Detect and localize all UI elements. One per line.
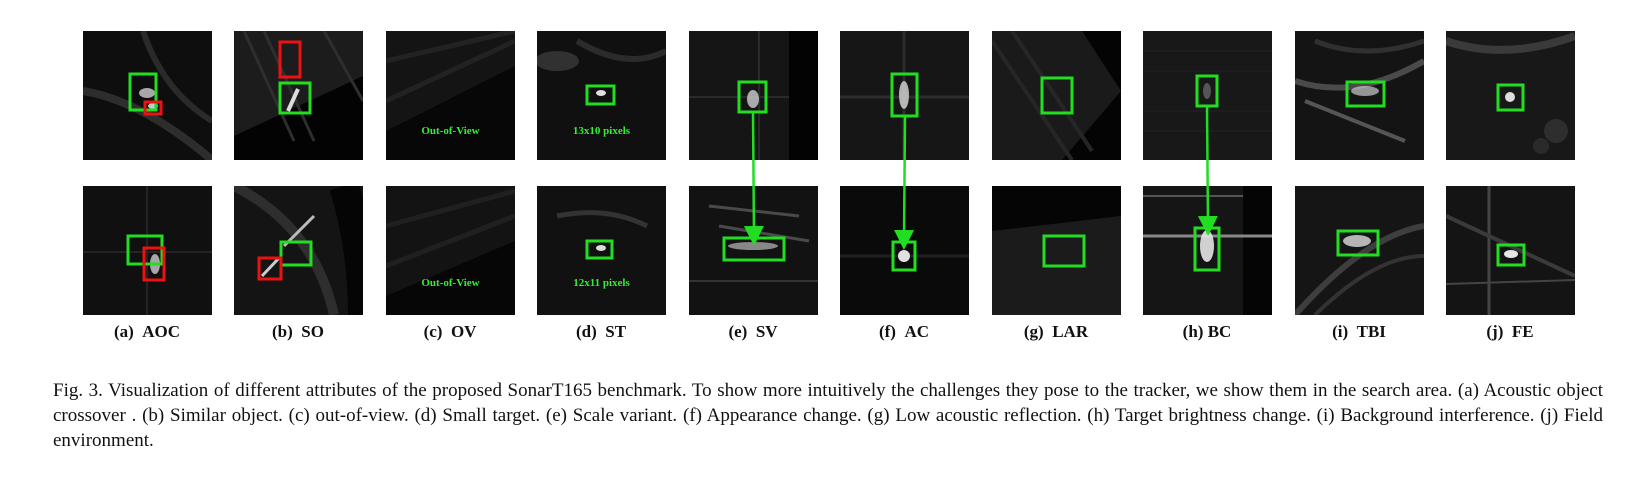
- label-lar: (g) LAR: [1023, 322, 1089, 341]
- panel-st-top: 13x10 pixels: [537, 31, 666, 160]
- tracker-box: [1496, 243, 1526, 267]
- panel-tbi-bottom: [1295, 186, 1424, 315]
- label-aoc: (a) AOC: [113, 322, 181, 341]
- distractor-box: [278, 40, 302, 79]
- tracker-box: [1042, 234, 1086, 268]
- panel-lar-top: [992, 31, 1121, 160]
- tracker-box: [1496, 83, 1525, 112]
- panel-ac-bottom: [840, 186, 969, 315]
- panel-ac-top: [840, 31, 969, 160]
- distractor-box: [143, 100, 163, 116]
- label-st: (d) ST: [575, 322, 627, 341]
- tracker-box: [1040, 76, 1074, 115]
- distractor-box: [142, 246, 166, 282]
- panel-aoc-bottom: [83, 186, 212, 315]
- tracker-box: [128, 72, 158, 112]
- figure-caption: Fig. 3. Visualization of different attri…: [53, 380, 1603, 451]
- tracker-box: [278, 81, 312, 115]
- panel-lar-bottom: [992, 186, 1121, 315]
- panel-so-bottom: [234, 186, 363, 315]
- st-annotation: 12x11 pixels: [573, 277, 630, 289]
- tracker-box: [1345, 80, 1386, 108]
- ov-annotation: Out-of-View: [421, 277, 479, 289]
- panel-tbi-top: [1295, 31, 1424, 160]
- panel-bc-top: [1143, 31, 1272, 160]
- tracker-box: [585, 239, 614, 260]
- tracker-box: [279, 240, 313, 267]
- st-annotation: 13x10 pixels: [573, 125, 631, 137]
- label-tbi: (i) TBI: [1332, 322, 1386, 341]
- panel-ov-top: Out-of-View: [386, 31, 515, 160]
- panel-so-top: [234, 31, 363, 160]
- panel-aoc-top: [83, 31, 212, 160]
- label-ac: (f) AC: [878, 322, 930, 341]
- panel-fe-top: [1446, 31, 1575, 160]
- label-bc: (h) BC: [1182, 322, 1232, 341]
- label-ov: (c) OV: [423, 322, 477, 341]
- tracker-box: [1336, 229, 1380, 257]
- panel-ov-bottom: Out-of-View: [386, 186, 515, 315]
- distractor-box: [257, 256, 283, 281]
- label-fe: (j) FE: [1486, 322, 1534, 341]
- panel-sv-top: [689, 31, 818, 160]
- label-so: (b) SO: [272, 322, 324, 341]
- tracker-box: [585, 84, 616, 106]
- panel-bc-bottom: [1143, 186, 1272, 315]
- ov-annotation: Out-of-View: [421, 125, 479, 137]
- panel-st-bottom: 12x11 pixels: [537, 186, 666, 315]
- panel-sv-bottom: [689, 186, 818, 315]
- panel-fe-bottom: [1446, 186, 1575, 315]
- label-sv: (e) SV: [728, 322, 778, 341]
